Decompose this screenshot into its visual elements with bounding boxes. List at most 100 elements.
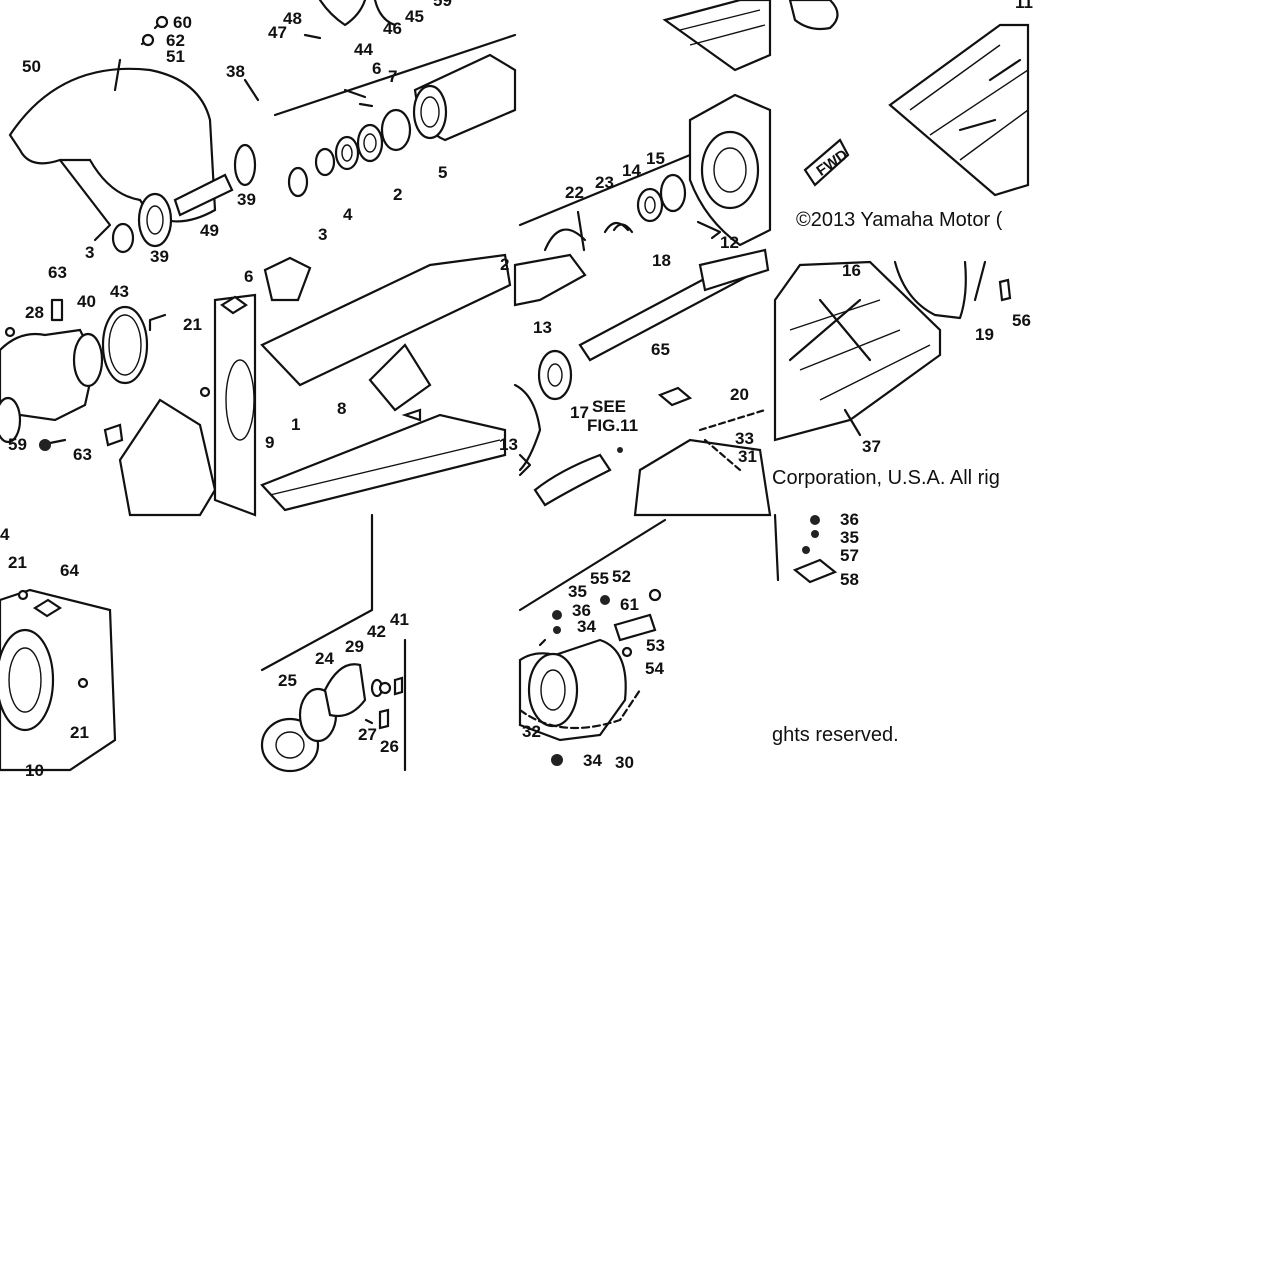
tile-r2c3: 18 13 65 17 SEE FIG.11 20 33 31 13	[499, 248, 772, 517]
callout-4-b: 4	[0, 525, 10, 544]
washer-part	[111, 222, 135, 254]
callout-24: 24	[315, 649, 334, 668]
callout-51: 51	[166, 47, 185, 66]
hull-frame	[888, 23, 1030, 197]
callout-see: SEE	[592, 397, 626, 416]
tile-r2c4: 16 19 56 37 Corporation, U.S.A. All rig	[772, 260, 1031, 489]
grate-part-8	[368, 343, 432, 412]
callout-16: 16	[842, 261, 861, 280]
callout-57: 57	[840, 546, 859, 565]
callout-21-c: 21	[70, 723, 89, 742]
pin-part-57	[802, 546, 810, 554]
ring-part-3	[287, 166, 309, 198]
callout-63-b: 63	[73, 445, 92, 464]
cap-part-52	[648, 588, 662, 602]
frame-line-lower-b	[518, 518, 667, 612]
callout-39-b: 39	[150, 247, 169, 266]
bolt-part-56	[998, 278, 1012, 302]
callout-59-top: 59	[433, 0, 452, 10]
callout-34-a: 34	[577, 617, 596, 636]
callout-42: 42	[367, 622, 386, 641]
ring-part	[893, 260, 967, 320]
callout-38: 38	[226, 62, 245, 81]
callout-35-b: 35	[840, 528, 859, 547]
callout-34-b: 34	[583, 751, 602, 770]
callout-10: 10	[25, 761, 44, 780]
callout-31: 31	[738, 447, 757, 466]
seal-part-39	[233, 143, 257, 187]
callout-50: 50	[22, 57, 41, 76]
callout-53: 53	[646, 636, 665, 655]
plate-part-64	[32, 598, 63, 618]
callout-65: 65	[651, 340, 670, 359]
bolt-part-36	[810, 515, 820, 525]
fwd-arrow	[803, 138, 850, 187]
impeller-part	[788, 0, 839, 31]
callout-13-b: 13	[499, 435, 518, 454]
washer-part-36	[553, 626, 561, 634]
nozzle-housing	[118, 398, 217, 517]
callout-26: 26	[380, 737, 399, 756]
callout-7: 7	[388, 67, 397, 86]
tile-r1c4: FWD 11 ©2013 Yamaha Motor (	[788, 0, 1033, 231]
hull-grate-frame	[773, 260, 942, 442]
tile-r1c1: 60 62 51 50 38 49 39 39 3	[8, 13, 260, 266]
tile-r3c3: 35 55 52 36 61 34 53 54 32 34 30	[518, 518, 667, 772]
plate-part-65	[657, 386, 693, 407]
clip-part-63	[50, 298, 64, 322]
callout-12: 12	[720, 233, 739, 252]
cable-part-19	[973, 260, 987, 302]
callout-25: 25	[278, 671, 297, 690]
callout-1: 1	[291, 415, 300, 434]
callout-56: 56	[1012, 311, 1031, 330]
tile-r1c2: 48 47 44 46 45 59 6 7 5 2 3 4	[268, 0, 517, 244]
callout-46: 46	[383, 19, 402, 38]
callout-21-b: 21	[8, 553, 27, 572]
callout-6-a: 6	[372, 59, 381, 78]
callout-48: 48	[283, 9, 302, 28]
housing-edge	[513, 383, 542, 472]
bearing-part-39	[137, 192, 173, 248]
clip-part-23	[603, 221, 634, 234]
plate-part-6	[220, 295, 248, 315]
callout-37: 37	[862, 437, 881, 456]
callout-3: 3	[318, 225, 327, 244]
seal-part-15	[659, 173, 687, 213]
part-54	[621, 646, 633, 658]
callout-2: 2	[393, 185, 402, 204]
bearing-part-2	[356, 123, 384, 163]
ring-part-43	[101, 305, 149, 385]
leader-line	[58, 158, 112, 242]
pin-part-21-b	[17, 589, 29, 601]
callout-fig11: FIG.11	[587, 416, 638, 435]
callout-61: 61	[620, 595, 639, 614]
washer-part-35	[811, 530, 819, 538]
callout-18: 18	[652, 251, 671, 270]
hose-part-17	[533, 453, 612, 507]
callout-62: 62	[166, 31, 185, 50]
frame-line-lower	[260, 513, 374, 672]
callout-39-a: 39	[237, 190, 256, 209]
callout-30: 30	[615, 753, 634, 772]
intake-duct	[263, 256, 312, 302]
callout-4-a: 4	[343, 205, 353, 224]
callout-9: 9	[265, 433, 274, 452]
callout-23: 23	[595, 173, 614, 192]
callout-11: 11	[1015, 0, 1033, 12]
pin-part-22	[576, 210, 586, 252]
ride-plate-part-1	[260, 253, 512, 387]
callout-33: 33	[735, 429, 754, 448]
tile-r3c2: 25 24 29 42 41 27 26	[260, 513, 409, 773]
tile-r2c2: 9 8 1 2	[260, 253, 512, 512]
nut-part-34	[551, 754, 563, 766]
callout-27: 27	[358, 725, 377, 744]
callout-41: 41	[390, 610, 409, 629]
callout-40: 40	[77, 292, 96, 311]
cap-part-24	[323, 663, 367, 718]
callout-55: 55	[590, 569, 609, 588]
callout-20: 20	[730, 385, 749, 404]
callout-3-b: 3	[85, 243, 94, 262]
callout-49: 49	[200, 221, 219, 240]
nut-part-55	[600, 595, 610, 605]
callout-17: 17	[570, 403, 589, 422]
